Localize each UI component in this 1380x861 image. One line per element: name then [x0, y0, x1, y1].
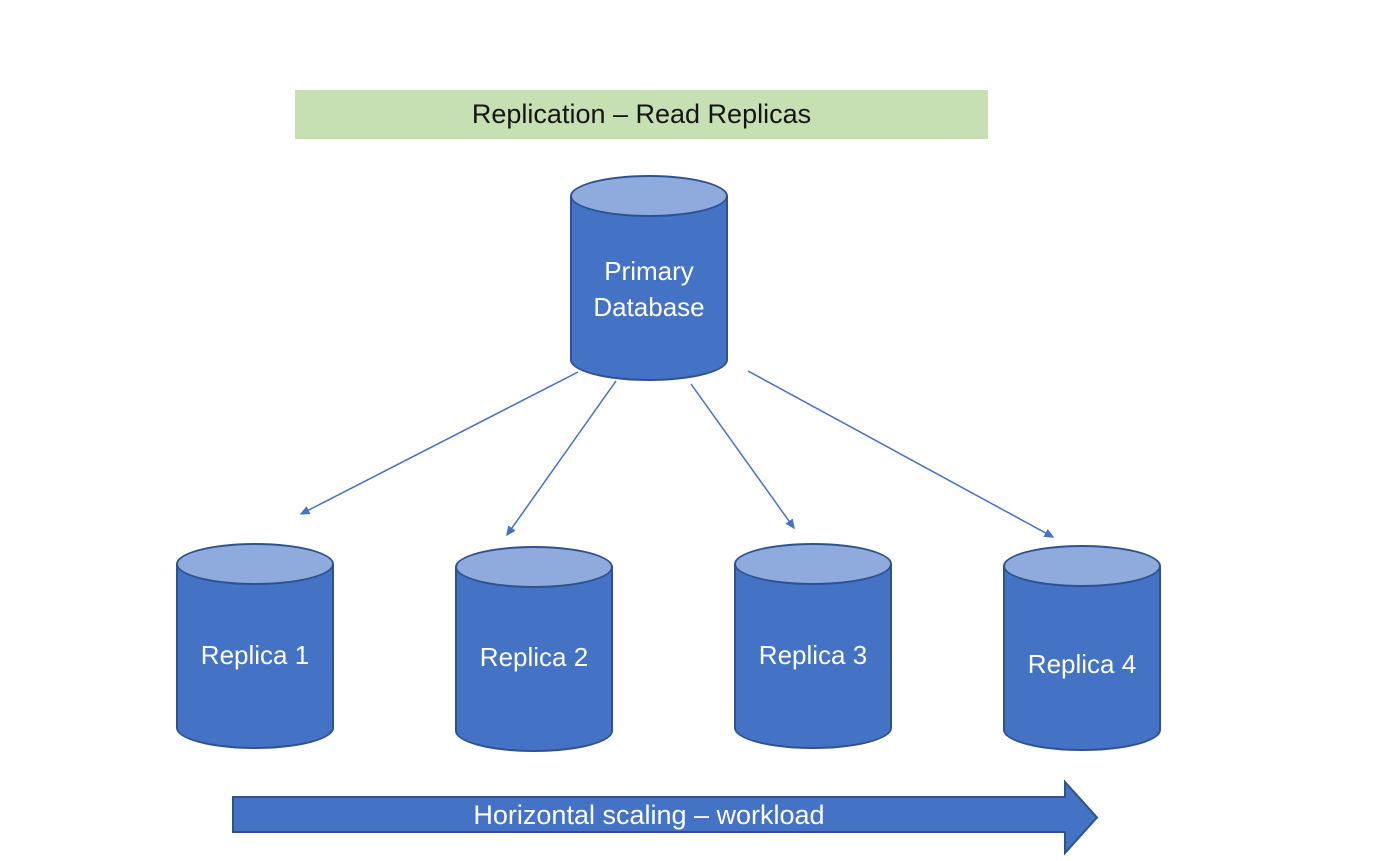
- cylinder-top-ellipse: [1003, 545, 1161, 587]
- cylinder-top-ellipse: [176, 543, 334, 585]
- connector-primary-to-replica-2: [506, 380, 617, 537]
- replica-1-cylinder: Replica 1: [176, 543, 334, 749]
- connector-primary-to-replica-4: [747, 370, 1055, 538]
- title-banner: Replication – Read Replicas: [295, 90, 988, 139]
- title-banner-label: Replication – Read Replicas: [471, 99, 812, 129]
- primary-database-cylinder: Primary Database: [570, 175, 728, 381]
- replica-2-label: Replica 2: [479, 642, 589, 672]
- cylinder-top-ellipse: [455, 546, 613, 588]
- replica-1-label: Replica 1: [200, 640, 310, 670]
- primary-database-label: Primary Database: [570, 253, 728, 325]
- connector-primary-to-replica-1: [299, 371, 579, 515]
- replica-4-label: Replica 4: [1027, 649, 1137, 679]
- cylinder-body: [1003, 566, 1161, 751]
- cylinder-body: [455, 567, 613, 752]
- horizontal-scaling-label: Horizontal scaling – workload: [473, 800, 825, 830]
- cylinder-top-ellipse: [734, 543, 892, 585]
- cylinder-body: [176, 564, 334, 749]
- primary-database-label-line1: Primary: [604, 256, 694, 286]
- replica-2-cylinder: Replica 2: [455, 546, 613, 752]
- replica-4-cylinder: Replica 4: [1003, 545, 1161, 751]
- replica-3-cylinder: Replica 3: [734, 543, 892, 749]
- connector-primary-to-replica-3: [690, 383, 795, 530]
- primary-database-label-line2: Database: [593, 292, 705, 322]
- replica-3-label: Replica 3: [758, 640, 868, 670]
- cylinder-body: [734, 564, 892, 749]
- cylinder-top-ellipse: [570, 175, 728, 217]
- cylinder-body: [570, 196, 728, 381]
